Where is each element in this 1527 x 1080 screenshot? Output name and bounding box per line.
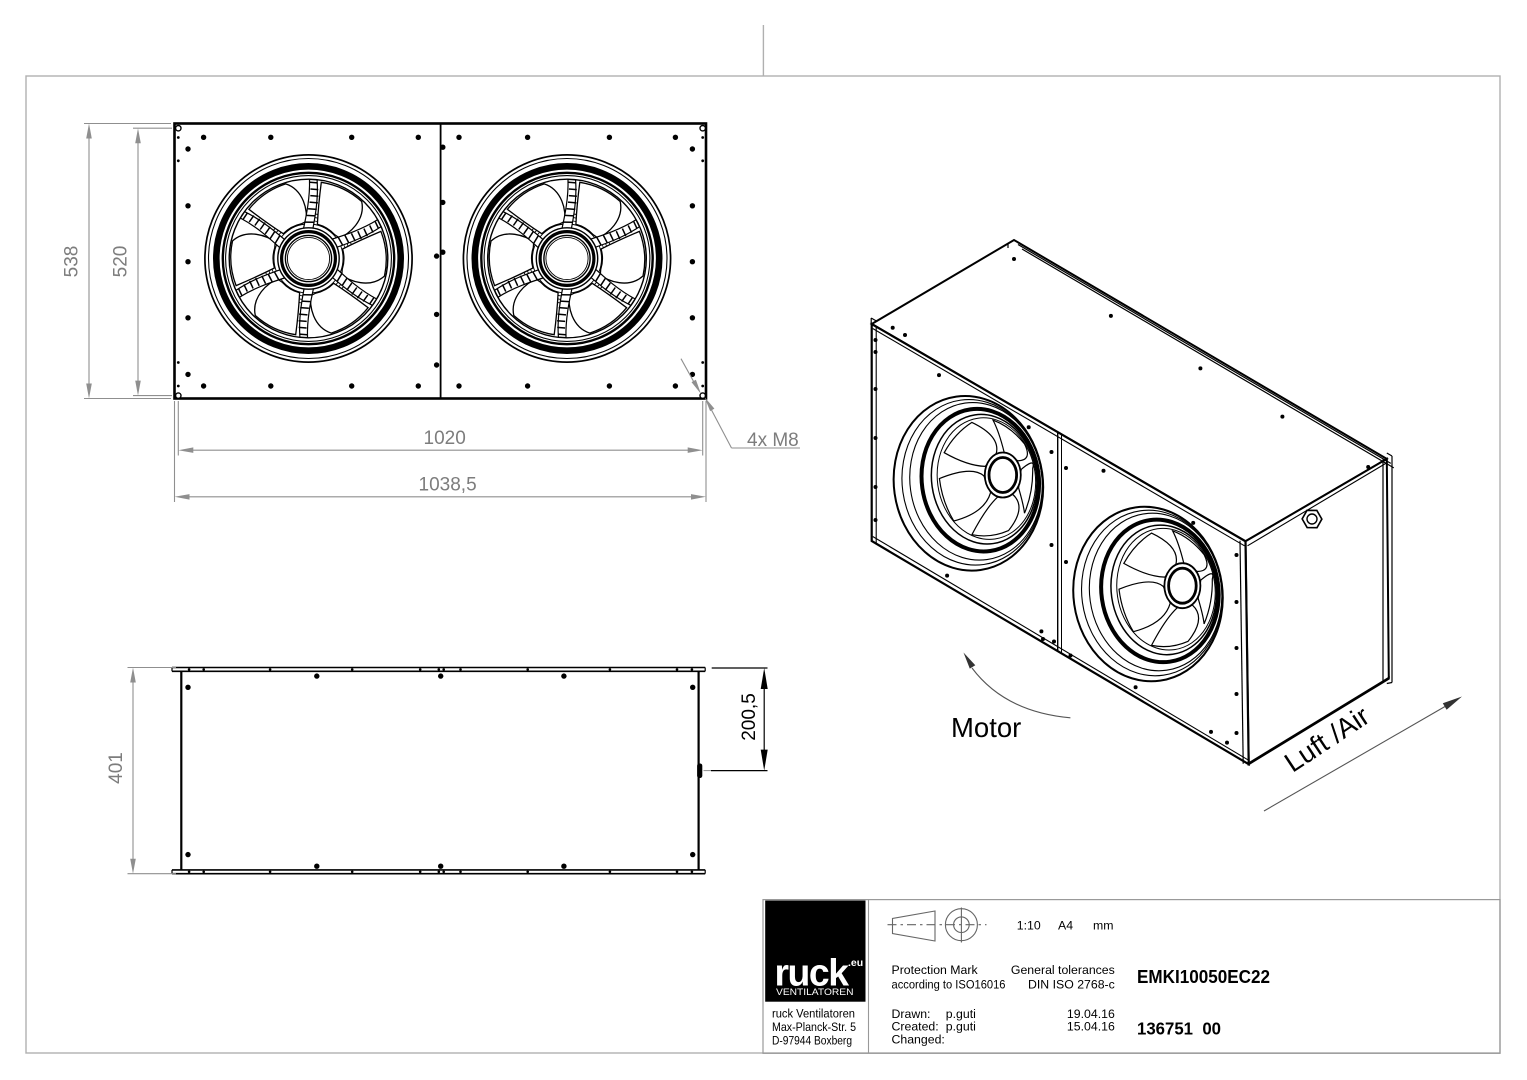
svg-text:19.04.16: 19.04.16 xyxy=(1067,1007,1115,1021)
svg-text:VENTILATOREN: VENTILATOREN xyxy=(776,987,854,997)
svg-text:1038,5: 1038,5 xyxy=(419,475,477,496)
svg-text:1:10: 1:10 xyxy=(1017,919,1041,933)
svg-text:1020: 1020 xyxy=(424,428,466,449)
svg-text:EMKI10050EC22: EMKI10050EC22 xyxy=(1137,966,1270,987)
svg-text:p.guti: p.guti xyxy=(946,1020,976,1034)
svg-text:4x M8: 4x M8 xyxy=(747,430,799,451)
svg-text:A4: A4 xyxy=(1058,919,1073,933)
svg-text:ruck: ruck xyxy=(775,953,850,995)
svg-text:p.guti: p.guti xyxy=(946,1007,976,1021)
svg-text:ruck Ventilatoren: ruck Ventilatoren xyxy=(772,1007,855,1021)
svg-text:538: 538 xyxy=(62,246,83,278)
svg-text:Max-Planck-Str. 5: Max-Planck-Str. 5 xyxy=(772,1020,856,1034)
svg-text:15.04.16: 15.04.16 xyxy=(1067,1020,1115,1034)
svg-text:General tolerances: General tolerances xyxy=(1011,963,1115,977)
svg-text:Drawn:: Drawn: xyxy=(892,1007,931,1021)
svg-text:Created:: Created: xyxy=(892,1020,939,1034)
svg-text:200,5: 200,5 xyxy=(739,693,760,741)
svg-text:Motor: Motor xyxy=(951,712,1021,743)
svg-text:D-97944 Boxberg: D-97944 Boxberg xyxy=(772,1034,852,1048)
svg-text:according to ISO16016: according to ISO16016 xyxy=(892,978,1006,992)
svg-text:mm: mm xyxy=(1093,919,1114,933)
svg-text:401: 401 xyxy=(106,752,127,784)
svg-text:.eu: .eu xyxy=(848,957,863,969)
svg-text:520: 520 xyxy=(111,246,132,278)
svg-text:DIN ISO 2768-c: DIN ISO 2768-c xyxy=(1028,978,1115,992)
svg-text:Protection Mark: Protection Mark xyxy=(892,963,979,977)
svg-text:136751 00: 136751 00 xyxy=(1137,1018,1221,1038)
svg-text:Changed:: Changed: xyxy=(892,1033,945,1047)
